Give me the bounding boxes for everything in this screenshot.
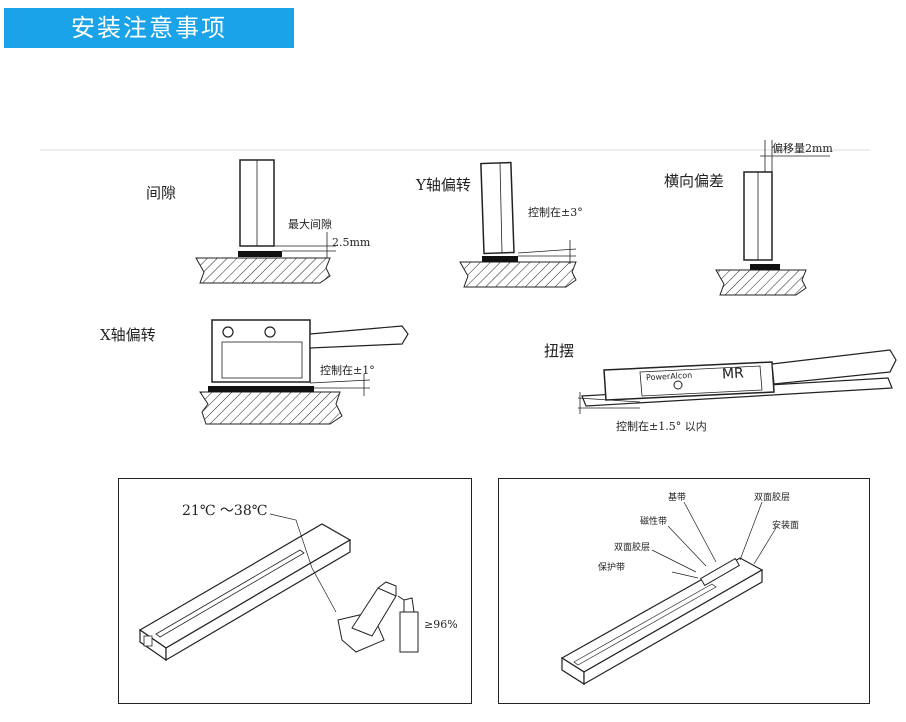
layer-mount-surface: 安装面: [772, 521, 800, 531]
x-magnet-strip: [208, 386, 314, 392]
left-bar-groove: [155, 549, 305, 638]
left-panel-drawing: [138, 513, 419, 662]
y-sensor: [480, 161, 515, 255]
gap-diagram: [195, 159, 336, 284]
y-offset-diagram: [459, 161, 577, 288]
layer-protective: 保护带: [598, 563, 626, 573]
section-title-banner: 安装注意事项: [4, 8, 294, 48]
twist-sensor-model: MR: [721, 365, 745, 383]
lateral-label: 偏移量2mm: [772, 142, 833, 155]
gap-value: 2.5mm: [332, 236, 371, 249]
lateral-diagram: [715, 140, 830, 296]
gap-magnet-strip: [238, 251, 282, 257]
gap-max-label: 最大间隙: [288, 218, 332, 231]
twist-sensor-hole: [673, 380, 683, 390]
right-bar-side: [583, 568, 763, 686]
y-offset-label: 控制在±3°: [528, 206, 583, 219]
lateral-ground: [715, 269, 807, 296]
lateral-title: 横向偏差: [664, 172, 725, 190]
x-offset-diagram: [199, 319, 409, 425]
bottle-tilted-icon: [351, 587, 397, 637]
temperature-range: 21℃ ～38℃: [182, 503, 268, 519]
gap-title: 间隙: [146, 184, 177, 202]
x-offset-label: 控制在±1°: [320, 364, 375, 377]
x-sensor-hole-right: [264, 326, 276, 338]
twist-diagram: [577, 349, 897, 414]
twist-sensor-cable: [771, 349, 897, 385]
x-sensor-cable: [309, 325, 409, 349]
leader-lines-layers: [651, 501, 777, 579]
lateral-magnet-strip: [750, 264, 780, 270]
layer-adhesive-top: 双面胶层: [754, 493, 791, 503]
twist-label: 控制在±1.5° 以内: [616, 420, 707, 433]
layer-adhesive-bottom: 双面胶层: [614, 543, 651, 553]
x-sensor-hole-left: [222, 326, 234, 338]
left-bar-side: [165, 538, 351, 662]
layer-base: 基带: [668, 493, 687, 503]
y-ground: [459, 261, 577, 288]
y-offset-title: Y轴偏转: [416, 176, 471, 194]
y-magnet-strip: [482, 256, 518, 262]
twist-title: 扭摆: [544, 342, 575, 360]
layer-cells: [699, 557, 741, 587]
x-offset-title: X轴偏转: [100, 326, 156, 344]
leader-line-temp: [269, 513, 337, 613]
x-ground: [199, 391, 343, 425]
bottle-standing-icon: [399, 611, 419, 653]
gap-ground: [195, 257, 331, 284]
right-panel-drawing: [560, 501, 777, 686]
layer-magnetic: 磁性带: [640, 517, 668, 527]
alcohol-purity: ≥96%: [424, 618, 458, 631]
